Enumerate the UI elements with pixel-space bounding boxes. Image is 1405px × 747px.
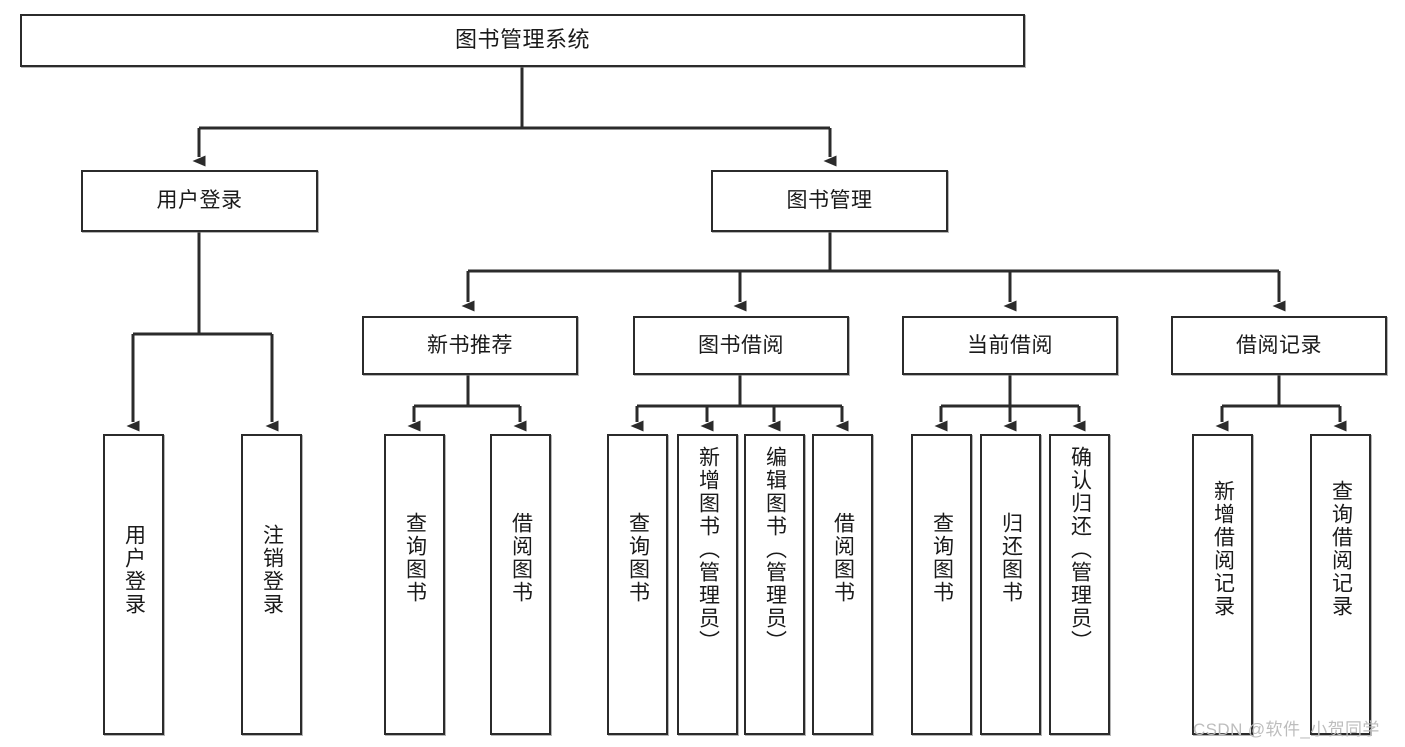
- leaf-user-login[interactable]: 用户登录: [103, 434, 164, 735]
- leaf-confirm-return-label: 确认归还（管理员）: [1068, 446, 1092, 653]
- leaf-borrow-book-1-label: 借阅图书: [509, 512, 533, 604]
- leaf-return-book[interactable]: 归还图书: [980, 434, 1041, 735]
- leaf-add-book[interactable]: 新增图书（管理员）: [677, 434, 738, 735]
- leaf-edit-book[interactable]: 编辑图书（管理员）: [744, 434, 805, 735]
- leaf-query-record[interactable]: 查询借阅记录: [1310, 434, 1371, 735]
- node-new-book-recommend-label: 新书推荐: [427, 333, 513, 357]
- leaf-user-login-label: 用户登录: [122, 524, 146, 616]
- leaf-query-book-1[interactable]: 查询图书: [384, 434, 445, 735]
- leaf-add-record[interactable]: 新增借阅记录: [1192, 434, 1253, 735]
- leaf-query-book-3[interactable]: 查询图书: [911, 434, 972, 735]
- node-book-manage-label: 图书管理: [786, 189, 873, 213]
- leaf-return-book-label: 归还图书: [999, 512, 1023, 604]
- node-new-book-recommend[interactable]: 新书推荐: [362, 316, 578, 375]
- leaf-confirm-return[interactable]: 确认归还（管理员）: [1049, 434, 1110, 735]
- leaf-add-book-label: 新增图书（管理员）: [696, 446, 720, 653]
- leaf-query-book-1-label: 查询图书: [403, 512, 427, 604]
- leaf-borrow-book-1[interactable]: 借阅图书: [490, 434, 551, 735]
- node-root[interactable]: 图书管理系统: [20, 14, 1025, 67]
- leaf-query-book-2[interactable]: 查询图书: [607, 434, 668, 735]
- leaf-borrow-book-2-label: 借阅图书: [831, 512, 855, 604]
- node-root-label: 图书管理系统: [454, 27, 590, 53]
- leaf-edit-book-label: 编辑图书（管理员）: [763, 446, 787, 653]
- node-user-login[interactable]: 用户登录: [81, 170, 318, 232]
- leaf-logout-label: 注销登录: [260, 524, 284, 616]
- csdn-watermark: CSDN @软件_小贺同学: [1193, 720, 1380, 739]
- node-book-manage[interactable]: 图书管理: [711, 170, 948, 232]
- leaf-query-book-2-label: 查询图书: [626, 512, 650, 604]
- node-book-borrow[interactable]: 图书借阅: [633, 316, 849, 375]
- node-borrow-record-label: 借阅记录: [1236, 333, 1322, 357]
- leaf-logout[interactable]: 注销登录: [241, 434, 302, 735]
- node-borrow-record[interactable]: 借阅记录: [1171, 316, 1387, 375]
- node-user-login-label: 用户登录: [156, 189, 243, 213]
- leaf-borrow-book-2[interactable]: 借阅图书: [812, 434, 873, 735]
- leaf-add-record-label: 新增借阅记录: [1211, 480, 1235, 618]
- node-current-borrow-label: 当前借阅: [967, 333, 1053, 357]
- node-current-borrow[interactable]: 当前借阅: [902, 316, 1118, 375]
- node-book-borrow-label: 图书借阅: [698, 333, 784, 357]
- leaf-query-book-3-label: 查询图书: [930, 512, 954, 604]
- leaf-query-record-label: 查询借阅记录: [1329, 480, 1353, 618]
